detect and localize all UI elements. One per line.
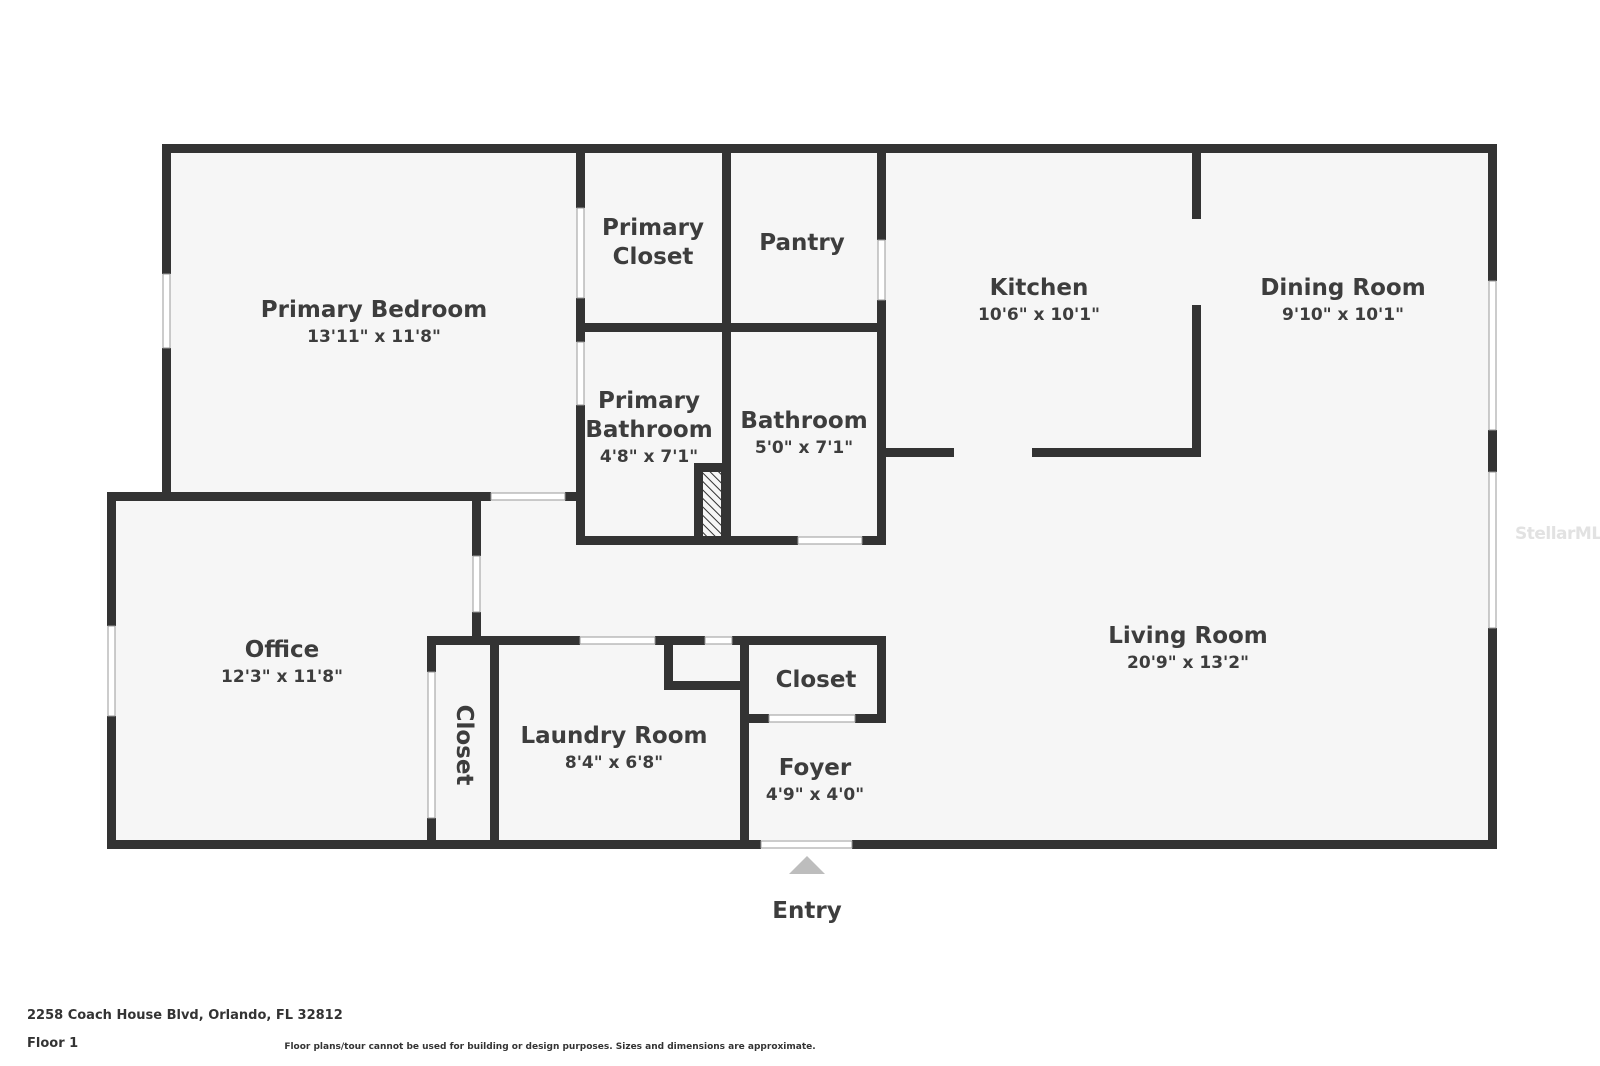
primary-bedroom-dims: 13'11" x 11'8" xyxy=(307,327,441,347)
primary-bathroom-dims: 4'8" x 7'1" xyxy=(600,447,698,467)
entry-label: Entry xyxy=(772,898,841,924)
entry-arrow-icon xyxy=(789,856,825,874)
laundry-room-name: Laundry Room xyxy=(520,723,707,749)
bathroom-name: Bathroom xyxy=(740,408,867,434)
office-closet-name: Closet xyxy=(451,705,477,786)
windows xyxy=(107,207,1497,849)
office-dims: 12'3" x 11'8" xyxy=(221,667,343,687)
primary-bedroom-name: Primary Bedroom xyxy=(261,297,487,323)
floor-label: Floor 1 xyxy=(27,1036,79,1051)
watermark: StellarMLS xyxy=(1515,524,1600,544)
office-name: Office xyxy=(245,637,319,663)
primary-bathroom-name-line2: Bathroom xyxy=(585,417,712,443)
foyer-closet-name: Closet xyxy=(776,667,857,693)
dining-room-name: Dining Room xyxy=(1260,275,1425,301)
walls xyxy=(107,144,1497,849)
disclaimer-text: Floor plans/tour cannot be used for buil… xyxy=(284,1042,816,1052)
room-labels: Primary Bedroom 13'11" x 11'8" Primary C… xyxy=(221,215,1426,924)
foyer-name: Foyer xyxy=(779,755,852,781)
living-room-name: Living Room xyxy=(1108,623,1268,649)
bathroom-dims: 5'0" x 7'1" xyxy=(755,438,853,458)
pantry-name: Pantry xyxy=(759,230,844,256)
dining-room-dims: 9'10" x 10'1" xyxy=(1282,305,1404,325)
living-room-dims: 20'9" x 13'2" xyxy=(1127,653,1249,673)
kitchen-name: Kitchen xyxy=(990,275,1089,301)
primary-closet-name-line1: Primary xyxy=(602,215,704,241)
primary-bathroom-name-line1: Primary xyxy=(598,388,700,414)
foyer-dims: 4'9" x 4'0" xyxy=(766,785,864,805)
primary-closet-name-line2: Closet xyxy=(613,244,694,270)
laundry-room-dims: 8'4" x 6'8" xyxy=(565,753,663,773)
address-text: 2258 Coach House Blvd, Orlando, FL 32812 xyxy=(27,1008,343,1023)
kitchen-dims: 10'6" x 10'1" xyxy=(978,305,1100,325)
